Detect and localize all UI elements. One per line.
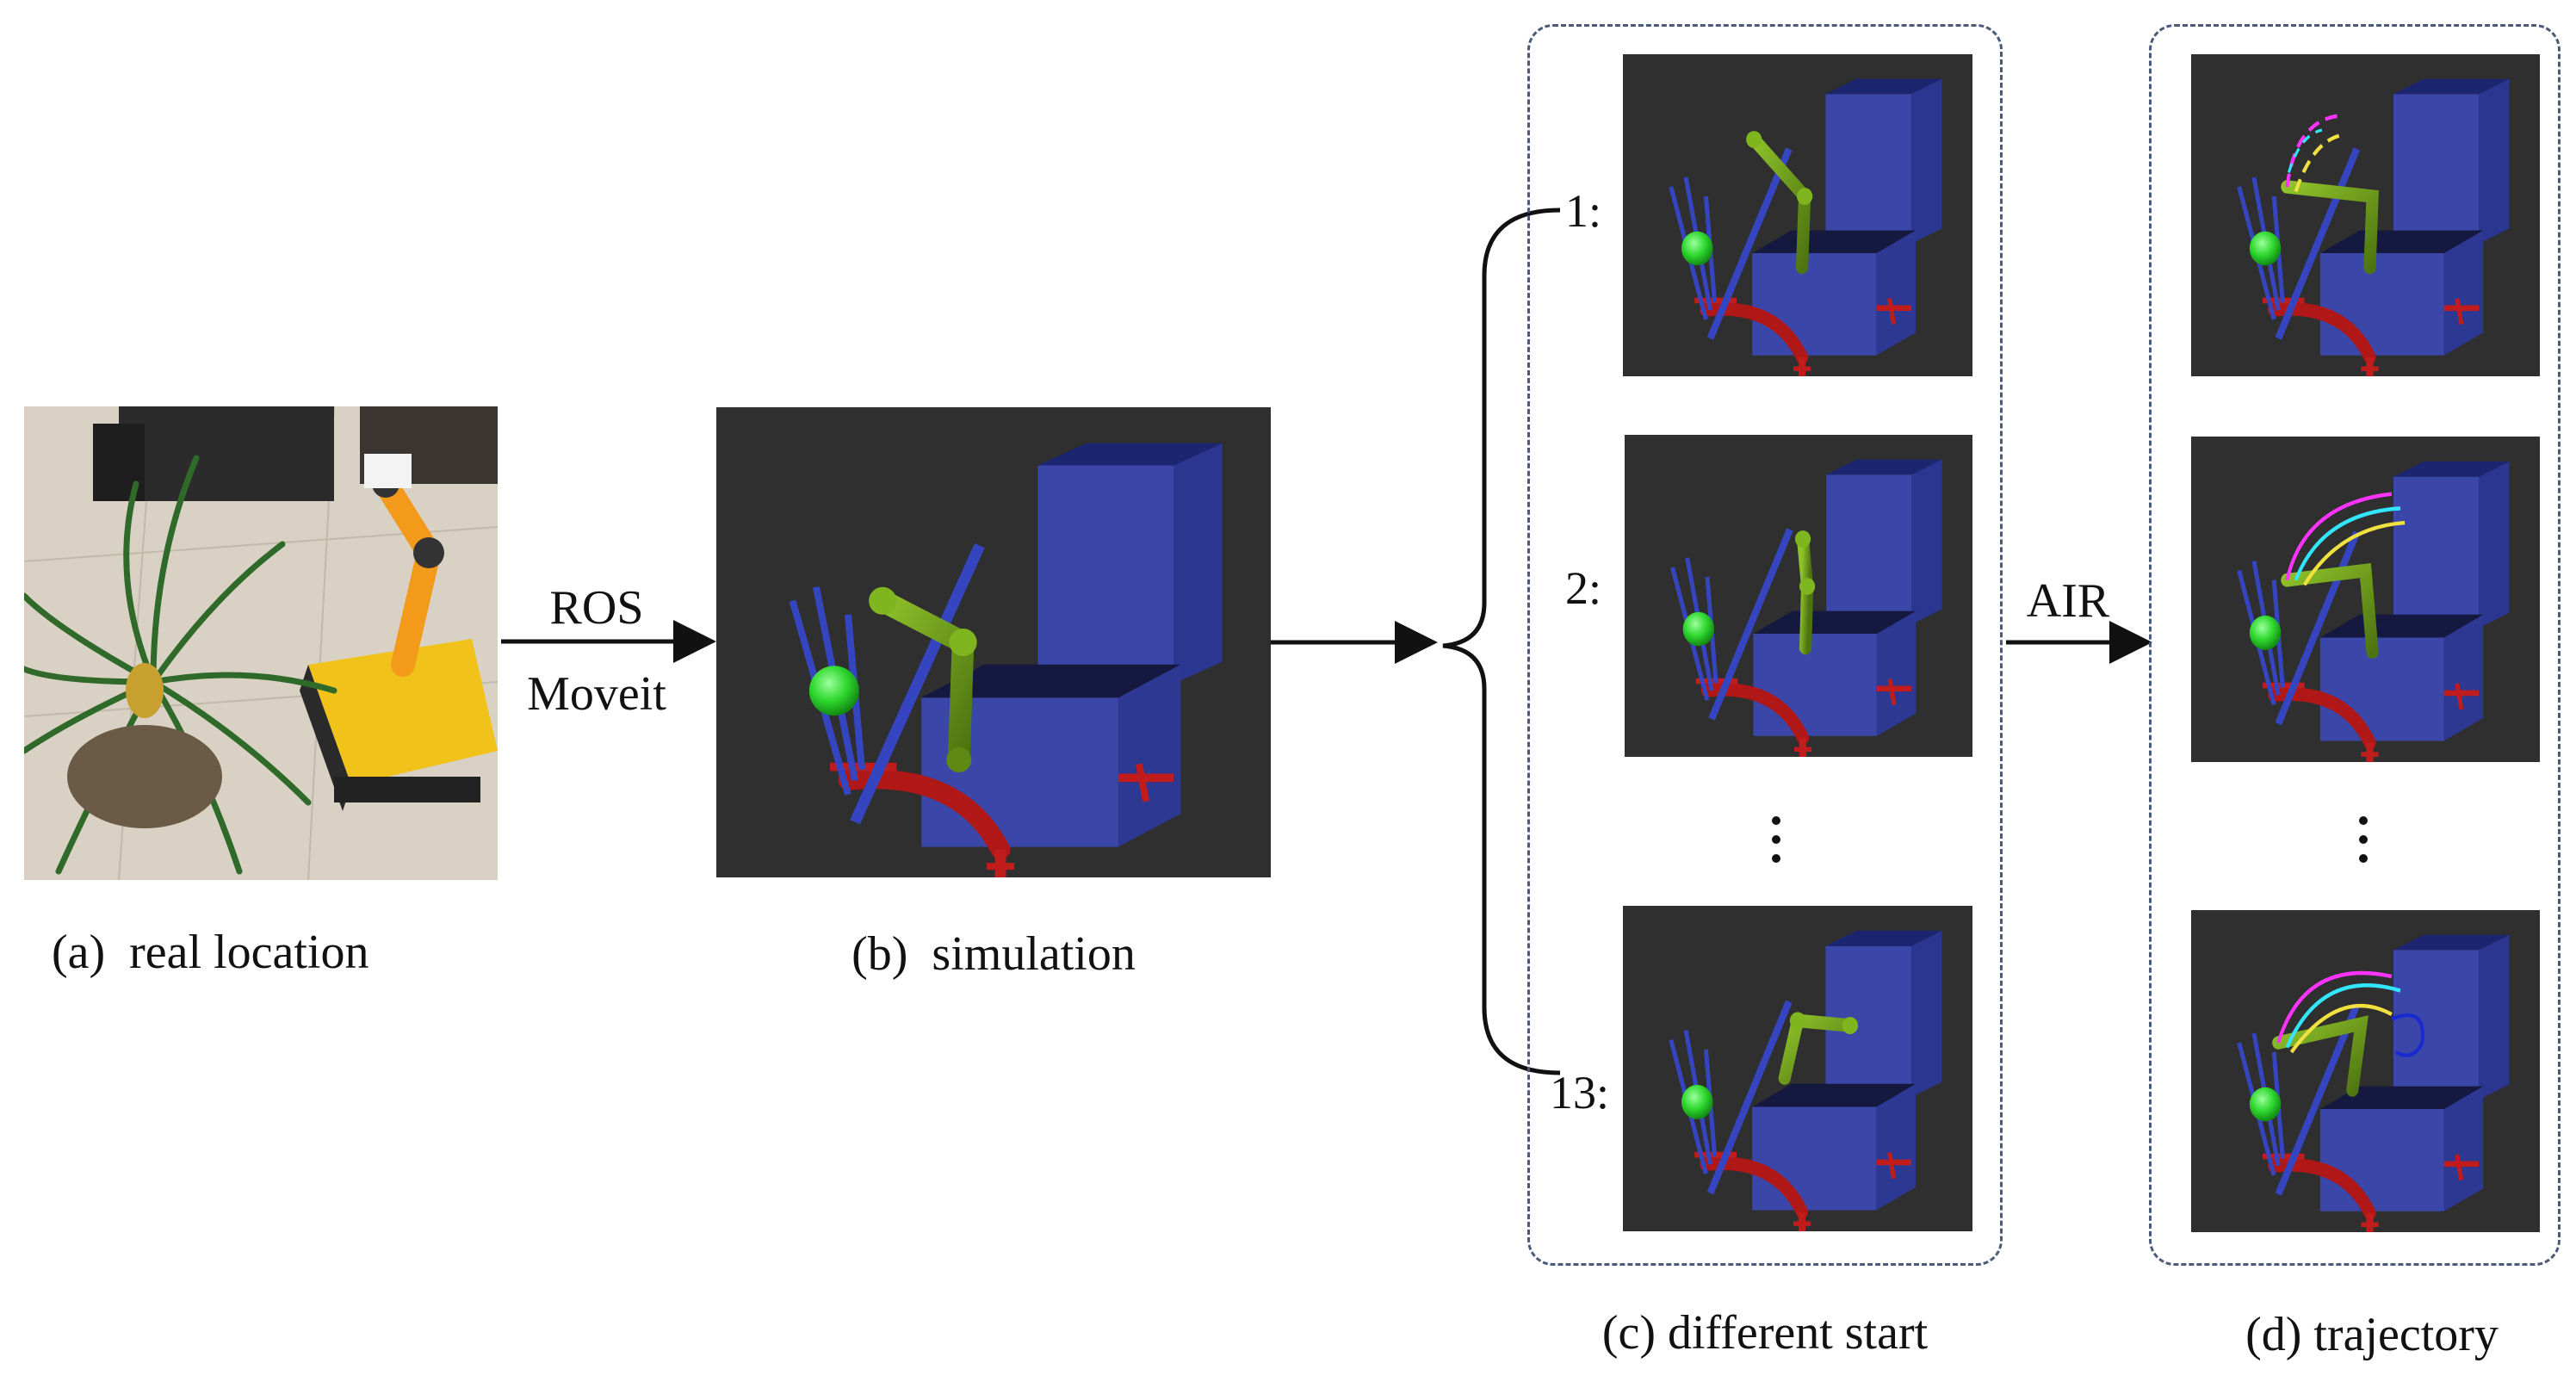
trajectory-render-1 <box>2191 54 2540 376</box>
trajectory-render-13 <box>2191 910 2540 1232</box>
start-render-1 <box>1623 54 1972 376</box>
group-trajectory <box>2149 24 2561 1266</box>
arrow-label-air: AIR <box>2026 574 2110 628</box>
group-different-start <box>1527 24 2003 1266</box>
caption-real-location: (a) real location <box>52 926 369 979</box>
start-render-2 <box>1625 435 1972 757</box>
arrow-label-ros: ROS <box>549 581 644 635</box>
start-ellipsis <box>1771 816 1781 873</box>
caption-different-start: (c) different start <box>1601 1306 1929 1360</box>
caption-trajectory: (d) trajectory <box>2245 1308 2499 1361</box>
trajectory-render-2 <box>2191 437 2540 762</box>
trajectory-ellipsis <box>2358 816 2369 873</box>
real-location-photo <box>24 406 498 880</box>
arrow-label-moveit: Moveit <box>527 667 666 721</box>
start-render-13 <box>1623 906 1972 1231</box>
start-index-2: 2: <box>1565 562 1602 614</box>
start-index-13: 13: <box>1550 1067 1610 1118</box>
simulation-render <box>716 407 1271 877</box>
caption-simulation: (b) simulation <box>851 927 1136 981</box>
start-index-1: 1: <box>1565 185 1602 237</box>
